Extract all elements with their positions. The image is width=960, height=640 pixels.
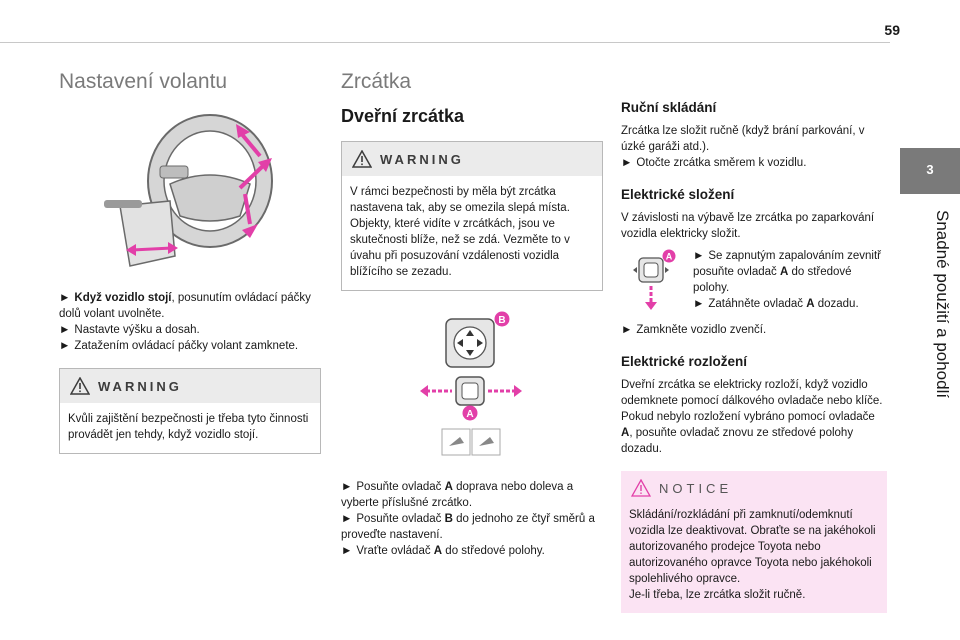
warning-header: WARNING xyxy=(60,369,320,403)
bullet-marker-icon: ► xyxy=(341,513,353,525)
mirror-bullet-1: ►Posuňte ovladač A doprava nebo doleva a… xyxy=(341,479,603,511)
manual-folding-text: Zrcátka lze složit ručně (když brání par… xyxy=(621,125,865,153)
notice-text: Skládání/rozkládání při zamknutí/odemknu… xyxy=(629,509,876,585)
electric-fold-text: V závislosti na výbavě lze zrcátka po za… xyxy=(621,212,875,240)
unfold-text-pre: Dveřní zrcátka se elektricky rozloží, kd… xyxy=(621,379,883,423)
bullet-marker-icon: ► xyxy=(341,481,353,493)
electric-fold-bullet-2: ►Zatáhněte ovladač A dozadu. xyxy=(693,296,887,312)
mirror-bullet-3: ►Vraťte ovládač A do středové polohy. xyxy=(341,543,603,559)
mirrors-warning-box: WARNING V rámci bezpečnosti by měla být … xyxy=(341,141,603,291)
figure-label-a: A xyxy=(466,409,473,420)
warning-text: V rámci bezpečnosti by měla být zrcátka … xyxy=(350,186,570,278)
electric-unfold-text: Dveřní zrcátka se elektricky rozloží, kd… xyxy=(621,377,887,457)
notice-box: NOTICE Skládání/rozkládání při zamknutí/… xyxy=(621,471,887,613)
steering-wheel-illustration xyxy=(90,106,290,276)
mirror-bullet-1-pre: Posuňte ovladač xyxy=(356,481,445,493)
chapter-number: 3 xyxy=(926,162,934,177)
steering-bullet-2-text: Nastavte výšku a dosah. xyxy=(74,324,200,336)
steering-bullet-3-text: Zatažením ovládací páčky volant zamknete… xyxy=(74,340,299,352)
electric-fold-instructions: A ►Se zapnutým zapalováním zevnitř posuň… xyxy=(621,248,887,312)
warning-header: WARNING xyxy=(342,142,602,176)
bullet-marker-icon: ► xyxy=(621,157,633,169)
manual-folding-bullet-text: Otočte zrcátka směrem k vozidlu. xyxy=(636,157,807,169)
bullet-marker-icon: ► xyxy=(59,324,71,336)
notice-header: NOTICE xyxy=(621,471,887,505)
chapter-tab: 3 xyxy=(900,148,960,194)
bullet-marker-icon: ► xyxy=(693,250,705,262)
bullet-marker-icon: ► xyxy=(59,292,71,304)
steering-bullet-2: ►Nastavte výšku a dosah. xyxy=(59,322,321,338)
manual-folding-bullet: ►Otočte zrcátka směrem k vozidlu. xyxy=(621,155,887,171)
warning-label: WARNING xyxy=(98,378,182,394)
warning-label: WARNING xyxy=(380,151,464,167)
column-mirrors: Zrcátka Dveřní zrcátka WARNING V rámci b… xyxy=(341,70,603,559)
chapter-title: Snadné použití a pohodlí xyxy=(933,210,952,399)
door-mirrors-subtitle: Dveřní zrcátka xyxy=(341,106,465,126)
figure-label-b: B xyxy=(498,315,505,326)
mirror-bullet-3-pre: Vraťte ovládač xyxy=(356,545,434,557)
steering-bullet-1: ►Když vozidlo stojí, posunutím ovládací … xyxy=(59,290,321,322)
fold-bullet-1-post: do středové polohy. xyxy=(693,266,852,294)
mirror-bullet-1-bold: A xyxy=(444,481,453,493)
fold-bullet-1-bold: A xyxy=(779,266,789,278)
bullet-marker-icon: ► xyxy=(621,324,633,336)
notice-triangle-icon xyxy=(631,479,651,497)
unfold-text-post: , posuňte ovladač znovu ze středové polo… xyxy=(621,427,854,455)
page-number: 59 xyxy=(884,22,900,38)
steering-bullet-1-bold: Když vozidlo stojí xyxy=(74,292,172,304)
fold-bullet-3-text: Zamkněte vozidlo zvenčí. xyxy=(636,324,767,336)
notice-body: Skládání/rozkládání při zamknutí/odemknu… xyxy=(621,505,887,613)
bullet-marker-icon: ► xyxy=(59,340,71,352)
mirror-bullet-2-bold: B xyxy=(444,513,453,525)
column-folding: Ruční skládání Zrcátka lze složit ručně … xyxy=(621,100,887,627)
mirror-bullet-3-bold: A xyxy=(433,545,443,557)
warning-text: Kvůli zajištění bezpečnosti je třeba tyt… xyxy=(68,413,309,441)
mirror-bullet-2: ►Posuňte ovladač B do jednoho ze čtyř sm… xyxy=(341,511,603,543)
steering-warning-box: WARNING Kvůli zajištění bezpečnosti je t… xyxy=(59,368,321,454)
warning-triangle-icon xyxy=(352,150,372,168)
mirror-bullet-3-post: do středové polohy. xyxy=(442,545,545,557)
fold-bullet-1-pre: Se zapnutým zapalováním zevnitř posuňte … xyxy=(693,250,881,278)
fold-control-illustration: A xyxy=(633,249,676,310)
mirror-control-illustration: B A xyxy=(420,311,522,456)
steering-bullet-1-text: , posunutím ovládací páčky dolů volant u… xyxy=(59,292,311,320)
mirror-bullet-2-pre: Posuňte ovladač xyxy=(356,513,445,525)
bullet-marker-icon: ► xyxy=(693,298,705,310)
warning-triangle-icon xyxy=(70,377,90,395)
electric-unfold-heading: Elektrické rozložení xyxy=(621,354,748,369)
bullet-marker-icon: ► xyxy=(341,545,353,557)
mirror-bullet-1-post: doprava nebo doleva a vyberte příslušné … xyxy=(341,481,574,509)
mirror-bullet-2-post: do jednoho ze čtyř směrů a proveďte nast… xyxy=(341,513,595,541)
notice-label: NOTICE xyxy=(659,480,733,496)
fold-bullet-2-bold: A xyxy=(806,298,815,310)
mirrors-section-title: Zrcátka xyxy=(341,70,412,93)
electric-fold-bullet-1: ►Se zapnutým zapalováním zevnitř posuňte… xyxy=(693,248,887,296)
electric-fold-heading: Elektrické složení xyxy=(621,187,735,202)
fold-figure-label: A xyxy=(666,252,673,262)
electric-fold-bullet-3: ►Zamkněte vozidlo zvenčí. xyxy=(621,322,887,338)
manual-folding-heading: Ruční skládání xyxy=(621,100,717,115)
steering-bullet-3: ►Zatažením ovládací páčky volant zamknet… xyxy=(59,338,321,354)
column-steering: Nastavení volantu ►Když vozidlo stojí, p… xyxy=(59,70,321,468)
fold-bullet-2-post: dozadu. xyxy=(814,298,859,310)
header-rule xyxy=(0,42,890,43)
fold-bullet-2-pre: Zatáhněte ovladač xyxy=(708,298,807,310)
notice-text-2: Je-li třeba, lze zrcátka složit ručně. xyxy=(629,589,806,601)
steering-section-title: Nastavení volantu xyxy=(59,70,228,93)
unfold-text-bold: A xyxy=(621,427,630,439)
